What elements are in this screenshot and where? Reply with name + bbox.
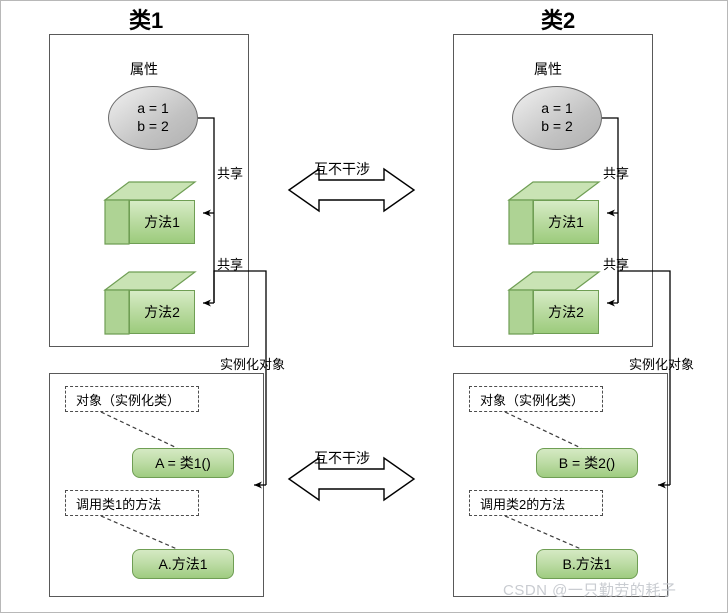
class1-method2-cube: 方法2 [103,271,197,335]
class2-method1-cube: 方法1 [507,181,601,245]
class1-method2-label: 方法2 [129,290,195,334]
class1-share-label-1: 共享 [217,166,244,181]
object2-call-box: B.方法1 [536,549,638,579]
object2-note-object: 对象（实例化类） [469,386,603,412]
class2-title: 类2 [541,8,576,33]
top-arrow-label: 互不干涉 [314,161,370,177]
class2-attribute-ellipse: a = 1 b = 2 [512,86,602,150]
class2-attr-a: a = 1 [541,100,573,117]
cube-3d-shape [103,181,197,245]
bottom-arrow-label: 互不干涉 [314,450,370,466]
class2-share-label-1: 共享 [603,166,630,181]
object1-note-call: 调用类1的方法 [65,490,199,516]
object1-call-box: A.方法1 [132,549,234,579]
object2-note-call: 调用类2的方法 [469,490,603,516]
class2-instantiate-label: 实例化对象 [629,357,695,372]
class1-share-label-2: 共享 [217,257,244,272]
cube-3d-shape [103,271,197,335]
class1-title: 类1 [129,8,164,33]
class1-method1-label: 方法1 [129,200,195,244]
object1-instance-box: A = 类1() [132,448,234,478]
class1-attr-a: a = 1 [137,100,169,117]
class2-method1-label: 方法1 [533,200,599,244]
object2-instance-box: B = 类2() [536,448,638,478]
class2-method2-cube: 方法2 [507,271,601,335]
class2-method2-label: 方法2 [533,290,599,334]
class1-instantiate-label: 实例化对象 [220,357,286,372]
object1-note-object: 对象（实例化类） [65,386,199,412]
class1-method1-cube: 方法1 [103,181,197,245]
class1-attr-b: b = 2 [137,118,169,134]
class2-attr-b: b = 2 [541,118,573,134]
class1-attribute-ellipse: a = 1 b = 2 [108,86,198,150]
watermark: CSDN @一只勤劳的耗子 [503,582,677,599]
class2-attribute-label: 属性 [534,61,562,77]
cube-3d-shape [507,271,601,335]
class2-share-label-2: 共享 [603,257,630,272]
class1-attribute-label: 属性 [130,61,158,77]
